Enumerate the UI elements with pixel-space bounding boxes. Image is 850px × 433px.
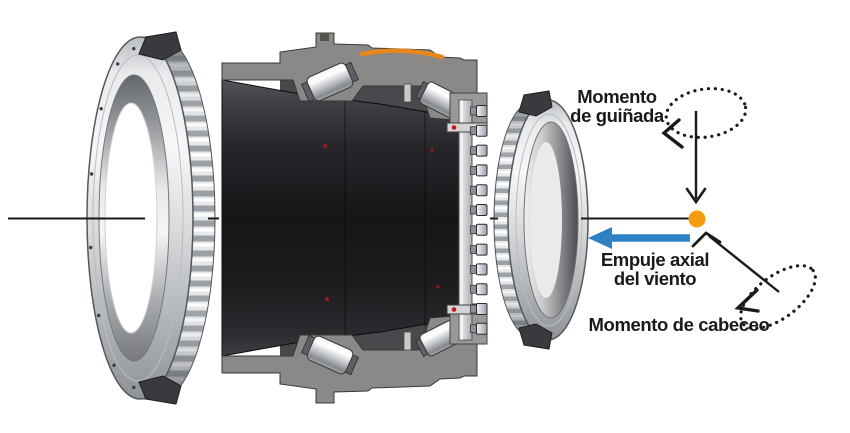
spacer-lower (403, 331, 412, 351)
left-bearing-top-clip (138, 31, 182, 61)
bolt (470, 283, 488, 296)
housing-upper-section (221, 32, 488, 133)
pitch-moment-label: Momento de cabeceo (559, 315, 799, 334)
pin-red-dot-top (451, 125, 457, 130)
pitch-moment-arrowhead-icon (691, 231, 722, 248)
yaw-rotation-arrowhead-icon (661, 118, 684, 149)
right-bearing-bottom-clip (518, 323, 553, 350)
rivet-dot (112, 363, 116, 367)
yaw-moment-label-line1: Momento (577, 86, 657, 107)
rivet-dot (99, 107, 103, 111)
rivet-dot (89, 172, 94, 176)
left-bearing-bottom-clip (138, 375, 182, 405)
bolt (470, 124, 488, 137)
upper-tab-notch (320, 33, 329, 41)
roller-section-upper-left (300, 61, 360, 103)
axial-thrust-label-line2: del viento (613, 268, 697, 289)
load-point-dot (688, 210, 706, 228)
bolt (470, 164, 488, 177)
yaw-moment-label: Momento de guiñada (527, 87, 707, 125)
right-bearing-bore-sheen (530, 142, 562, 298)
rivet-dot (89, 245, 93, 250)
right-tapered-roller-bearing (493, 90, 589, 350)
spacer-upper (403, 83, 412, 103)
left-bearing-rivet-dots (89, 46, 136, 390)
right-bearing-chamfer (515, 113, 583, 327)
bolt (470, 204, 488, 216)
bolt (470, 223, 488, 236)
pitch-moment-label-line: Momento de cabeceo (588, 314, 770, 335)
rivet-dot (132, 46, 136, 51)
rivet-dot (97, 313, 101, 318)
axial-thrust-label: Empuje axial del viento (565, 250, 745, 288)
bolt (470, 105, 488, 117)
bolt (470, 184, 488, 197)
yaw-rotation-ellipse-icon (664, 86, 748, 140)
pitch-moment-arrow (708, 235, 780, 293)
flange-strip (458, 99, 473, 341)
right-bearing-top-clip (518, 90, 553, 117)
rivet-dot (116, 62, 120, 66)
pitch-rotation-ellipse-icon (739, 264, 817, 330)
bolt (470, 144, 488, 157)
pin-red-dot-bottom (451, 307, 457, 312)
yaw-moment-label-line2: de guiñada (570, 105, 664, 126)
rivet-dot (132, 385, 136, 390)
axial-thrust-arrow-icon (588, 227, 690, 249)
bolt (470, 263, 488, 276)
hub-housing-cross-section (221, 32, 488, 404)
left-roller-band-shading (140, 37, 215, 399)
hub-cone-silhouette (221, 79, 461, 357)
bolt (470, 303, 488, 315)
right-roller-band-shading (494, 100, 548, 340)
annotation-layer (8, 86, 817, 330)
pitch-rotation-arrowhead-icon (734, 288, 760, 313)
bolt (470, 322, 488, 335)
bolt-row (470, 105, 488, 335)
yaw-moment-arrowhead-icon (685, 187, 707, 205)
housing-lower-section (221, 303, 488, 404)
roller-section-lower-left (300, 334, 360, 376)
axial-thrust-label-line1: Empuje axial (600, 249, 710, 270)
orange-seal-arc (359, 48, 445, 60)
bolt (470, 243, 488, 256)
red-marker-dots (323, 144, 440, 301)
